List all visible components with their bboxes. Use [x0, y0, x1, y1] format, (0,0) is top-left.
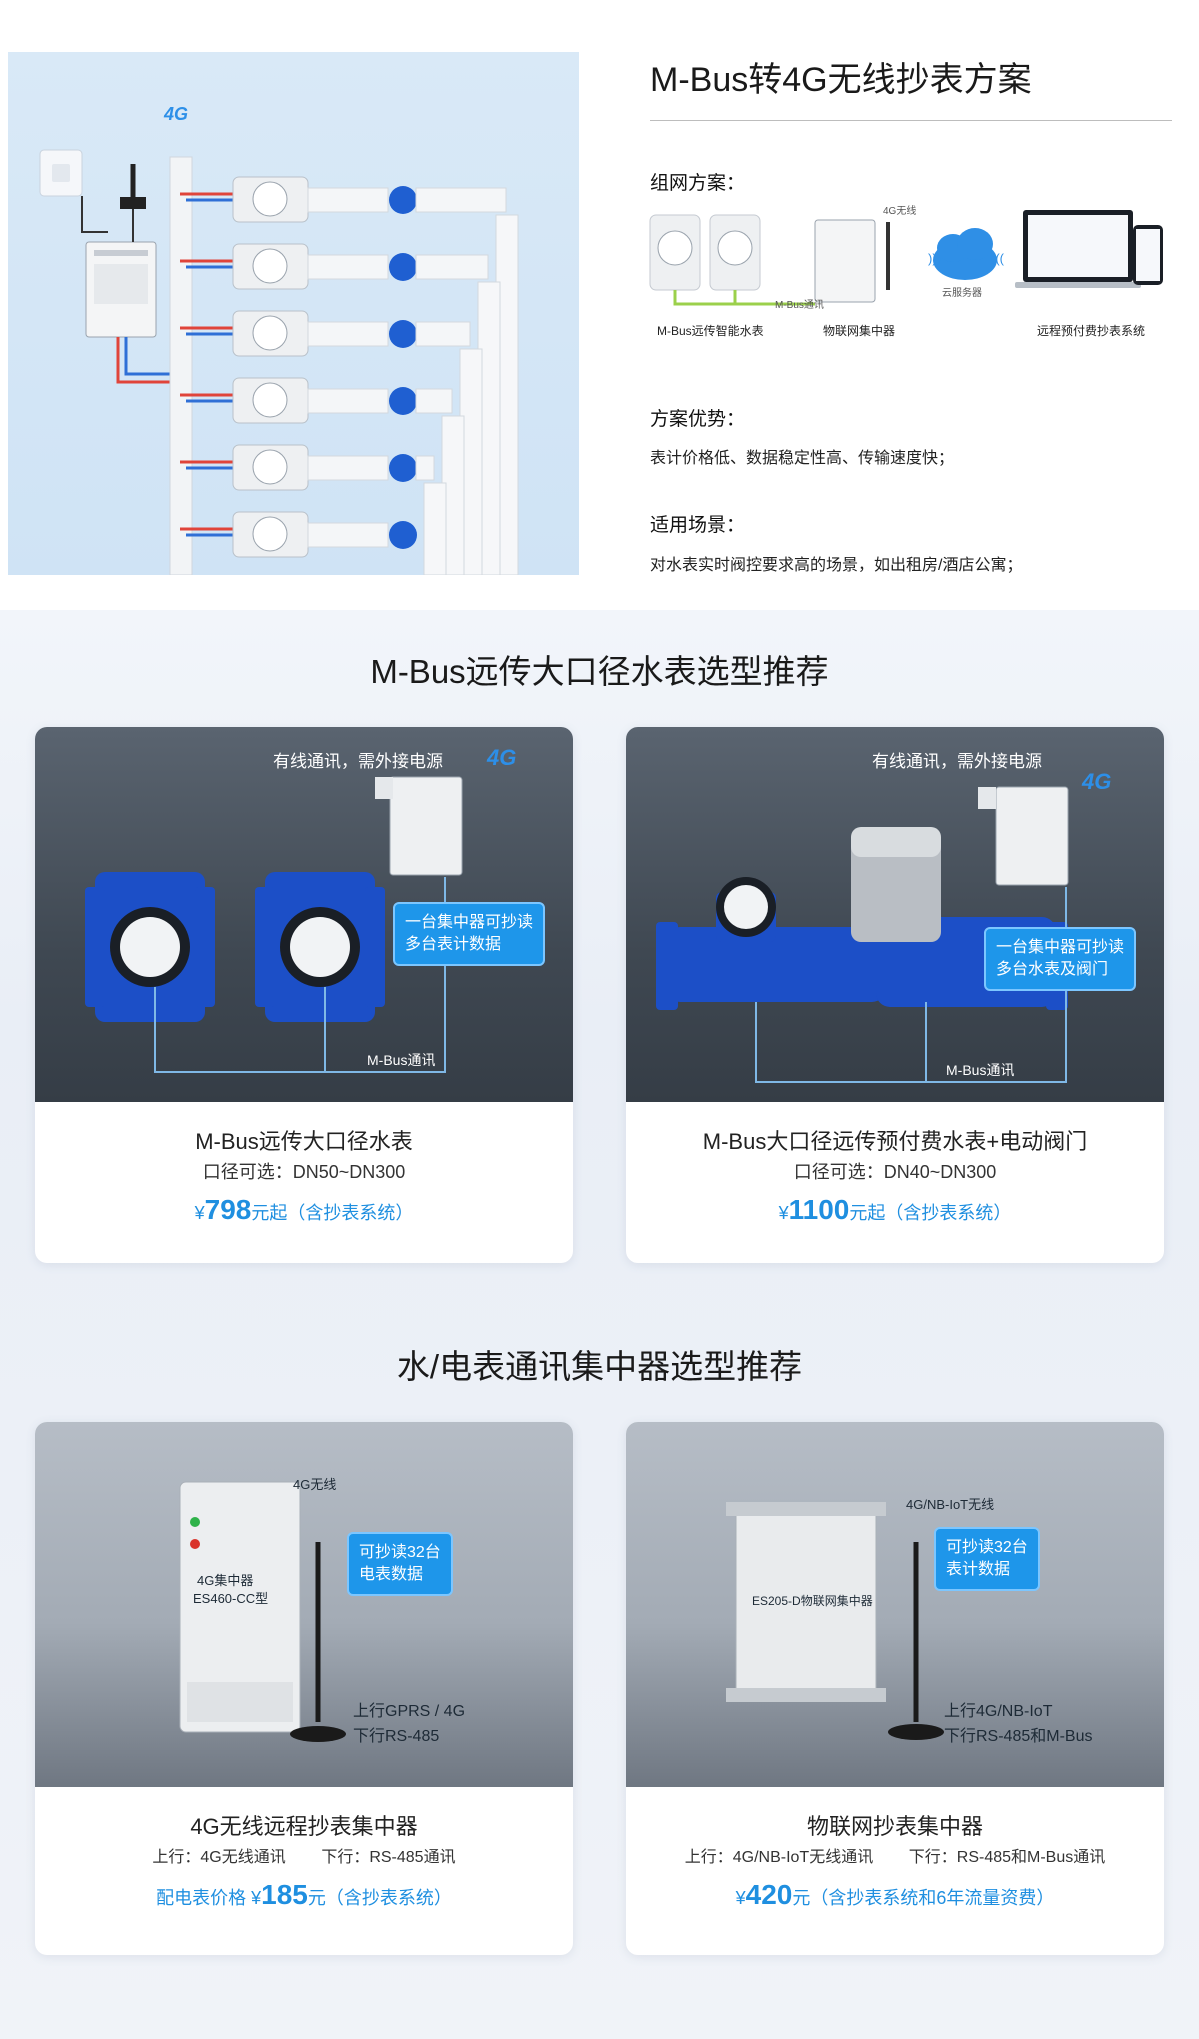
device-line-1: 4G集中器	[197, 1573, 254, 1588]
product-spec: 上行：4G无线通讯 下行：RS-485通讯	[152, 1849, 456, 1866]
intro-illustration: 4G	[8, 52, 579, 575]
product-price: ¥420元（含抄表系统和6年流量资费）	[735, 1879, 1055, 1910]
meter-caption: M-Bus远传智能水表	[657, 324, 764, 338]
scene-label: 适用场景：	[650, 515, 746, 536]
4g-tag: 4G	[1082, 769, 1112, 794]
wireless-tag: 4G无线	[883, 206, 917, 217]
product-card-water-meter[interactable]: 有线通讯，需外接电源 4G 一台集中器可抄读 多台表计数据 M-Bus通讯 M-…	[35, 727, 573, 1263]
mbus-label: M-Bus通讯	[946, 1062, 1015, 1078]
water-meter-network-illustration	[39, 149, 519, 575]
valve-icon	[389, 521, 417, 549]
mbus-tag: M-Bus通讯	[775, 300, 824, 311]
water-meter-graphic	[85, 776, 463, 1073]
info-bubble: 一台集中器可抄读 多台表计数据	[393, 902, 546, 966]
product-card-iot-concentrator[interactable]: 4G/NB-IoT无线 ES205-D物联网集中器 可抄读32台 表计数据 上行…	[626, 1422, 1164, 1955]
product-price: ¥1100元起（含抄表系统）	[778, 1194, 1012, 1225]
card-body: M-Bus远传大口径水表 口径可选：DN50~DN300 ¥798元起（含抄表系…	[35, 1102, 573, 1263]
product-price: ¥798元起（含抄表系统）	[194, 1194, 414, 1225]
valve-icon	[389, 320, 417, 348]
illus-4g-label: 4G	[164, 104, 189, 124]
card-body: 物联网抄表集中器 上行：4G/NB-IoT无线通讯 下行：RS-485和M-Bu…	[626, 1787, 1164, 1955]
iot-concentrator-graphic	[726, 1502, 944, 1740]
product-card-4g-concentrator[interactable]: 4G无线 4G集中器 ES460-CC型 可抄读32台 电表数据 上行GPRS …	[35, 1422, 573, 1955]
divider	[650, 120, 1172, 121]
info-bubble: 可抄读32台 电表数据	[347, 1532, 453, 1596]
card-image: 4G无线 4G集中器 ES460-CC型 可抄读32台 电表数据 上行GPRS …	[35, 1422, 573, 1787]
wired-note: 有线通讯，需外接电源	[273, 752, 443, 771]
valve-icon	[389, 253, 417, 281]
product-card-prepaid-meter[interactable]: 有线通讯，需外接电源 4G 一台集中器可抄读 多台水表及阀门 M-Bus通讯 M…	[626, 727, 1164, 1263]
product-name: 物联网抄表集中器	[806, 1814, 983, 1839]
wireless-label: 4G/NB-IoT无线	[906, 1497, 995, 1512]
valve-icon	[389, 387, 417, 415]
concentrator-section-heading: 水/电表通讯集中器选型推荐	[396, 1348, 803, 1385]
cloud-tag: 云服务器	[942, 288, 982, 299]
product-spec: 上行：4G/NB-IoT无线通讯 下行：RS-485和M-Bus通讯	[684, 1849, 1106, 1866]
uplink-label: 上行4G/NB-IoT	[944, 1703, 1053, 1720]
svg-text:))): )))	[928, 251, 941, 266]
valve-icon	[389, 454, 417, 482]
product-price: 配电表价格 ¥185元（含抄表系统）	[156, 1879, 452, 1910]
water-section-heading: M-Bus远传大口径水表选型推荐	[370, 653, 829, 690]
device-line-1: ES205-D物联网集中器	[752, 1594, 873, 1608]
network-diagram-graphic: ))) (((	[649, 210, 1163, 306]
svg-text:(((: (((	[991, 251, 1005, 266]
downlink-label: 下行RS-485和M-Bus	[944, 1728, 1093, 1745]
wired-note: 有线通讯，需外接电源	[872, 752, 1042, 771]
advantage-label: 方案优势：	[650, 409, 746, 430]
uplink-label: 上行GPRS / 4G	[353, 1703, 466, 1720]
mbus-label: M-Bus通讯	[367, 1052, 436, 1068]
intro-section: 4G M-Bus转4G无线抄表方案 组网方案： ))) (((	[0, 0, 1199, 610]
advantage-text: 表计价格低、数据稳定性高、传输速度快；	[650, 450, 955, 467]
card-image: 4G/NB-IoT无线 ES205-D物联网集中器 可抄读32台 表计数据 上行…	[626, 1422, 1164, 1787]
4g-tag: 4G	[487, 745, 517, 770]
product-spec: 口径可选：DN40~DN300	[793, 1162, 997, 1182]
product-name: 4G无线远程抄表集中器	[190, 1814, 418, 1839]
system-caption: 远程预付费抄表系统	[1037, 324, 1146, 338]
card-image: 有线通讯，需外接电源 4G 一台集中器可抄读 多台表计数据 M-Bus通讯	[35, 727, 573, 1102]
intro-title: M-Bus转4G无线抄表方案	[650, 61, 1032, 99]
info-bubble: 可抄读32台 表计数据	[934, 1527, 1040, 1591]
wireless-label: 4G无线	[293, 1477, 337, 1492]
card-image: 有线通讯，需外接电源 4G 一台集中器可抄读 多台水表及阀门 M-Bus通讯	[626, 727, 1164, 1102]
product-spec: 口径可选：DN50~DN300	[202, 1162, 406, 1182]
product-name: M-Bus大口径远传预付费水表+电动阀门	[702, 1129, 1088, 1154]
network-diagram: ))) ((( M-Bus远传智能水表 物联网集中器 远程预付费抄表系统 4G无…	[645, 200, 1165, 350]
network-label: 组网方案：	[650, 173, 746, 194]
device-line-2: ES460-CC型	[193, 1591, 269, 1606]
info-bubble: 一台集中器可抄读 多台水表及阀门	[984, 927, 1137, 991]
card-body: 4G无线远程抄表集中器 上行：4G无线通讯 下行：RS-485通讯 配电表价格 …	[35, 1787, 573, 1955]
product-name: M-Bus远传大口径水表	[195, 1129, 413, 1154]
valve-icon	[389, 186, 417, 214]
scene-text: 对水表实时阀控要求高的场景，如出租房/酒店公寓；	[650, 557, 1023, 574]
4g-concentrator-graphic	[179, 1481, 346, 1742]
concentrator-caption: 物联网集中器	[823, 324, 896, 338]
downlink-label: 下行RS-485	[353, 1728, 440, 1745]
card-body: M-Bus大口径远传预付费水表+电动阀门 口径可选：DN40~DN300 ¥11…	[626, 1102, 1164, 1263]
